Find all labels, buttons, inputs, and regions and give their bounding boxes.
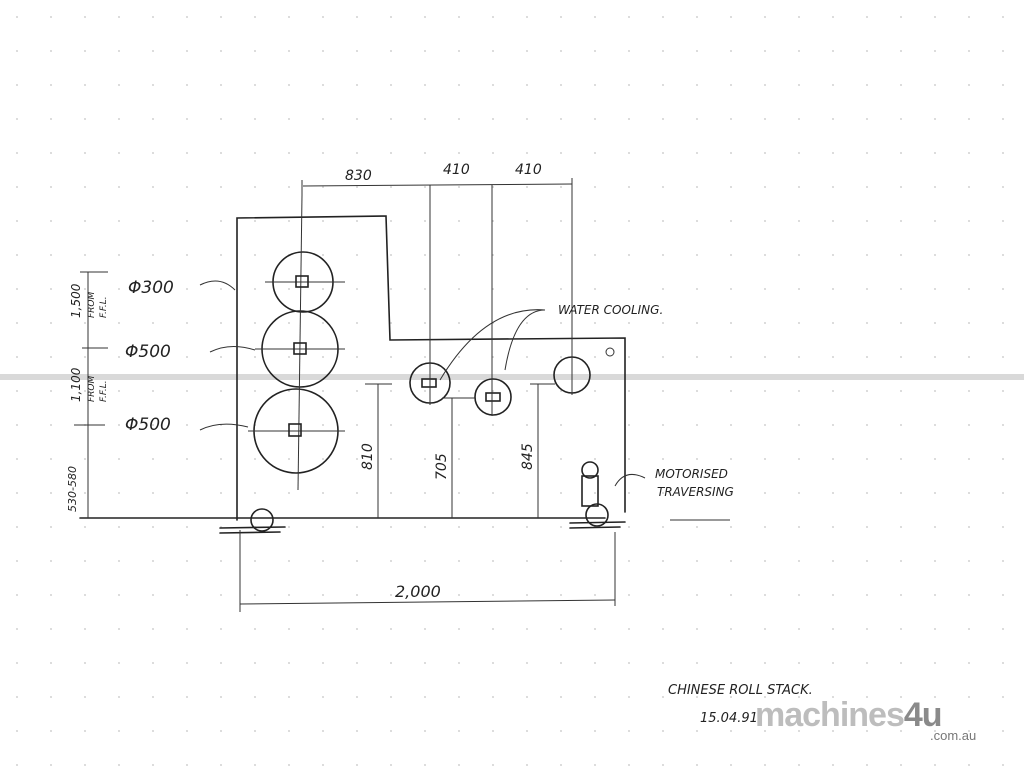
- dim-vert-1: 810: [360, 443, 376, 470]
- motor-icon: [581, 461, 599, 507]
- height-1-note1: FROM: [87, 291, 97, 318]
- height-1-note2: F.F.L.: [99, 296, 109, 318]
- height-2-note1: FROM: [87, 375, 97, 402]
- main-rolls: [248, 194, 345, 491]
- dim-top-3: 410: [515, 162, 542, 178]
- motorised-note-1: MOTORISED: [655, 467, 728, 481]
- labels: Φ300 Φ500 Φ500 830 410 410 810 705 845 2…: [66, 162, 813, 726]
- cooling-rolls: [409, 178, 591, 416]
- watermark-domain: .com.au: [930, 728, 977, 743]
- scan-band: [0, 374, 1024, 380]
- watermark-logo: machines4u: [755, 696, 943, 735]
- water-cooling-note: WATER COOLING.: [558, 303, 663, 317]
- height-2-note2: F.F.L.: [99, 380, 109, 402]
- dim-top-2: 410: [443, 162, 470, 178]
- watermark-brand: machines: [755, 696, 905, 734]
- height-1: 1,500: [69, 283, 83, 318]
- height-3: 530-580: [66, 466, 79, 512]
- drawing-title: CHINESE ROLL STACK.: [668, 683, 813, 698]
- motorised-note-2: TRAVERSING: [657, 485, 734, 499]
- frame-outline: [79, 215, 626, 534]
- drawing-date: 15.04.91: [700, 711, 758, 726]
- dimension-lines: [74, 180, 730, 612]
- roll-label-2: Φ500: [125, 342, 171, 362]
- dim-vert-2: 705: [434, 453, 450, 480]
- watermark-brand-num: 4u: [903, 696, 943, 734]
- roll-label-1: Φ300: [128, 278, 174, 298]
- overall-width: 2,000: [395, 582, 441, 601]
- wheels: [250, 503, 609, 532]
- height-2: 1,100: [69, 367, 83, 402]
- dim-top-1: 830: [345, 168, 372, 184]
- dim-vert-3: 845: [520, 443, 536, 470]
- roll-label-3: Φ500: [125, 415, 171, 435]
